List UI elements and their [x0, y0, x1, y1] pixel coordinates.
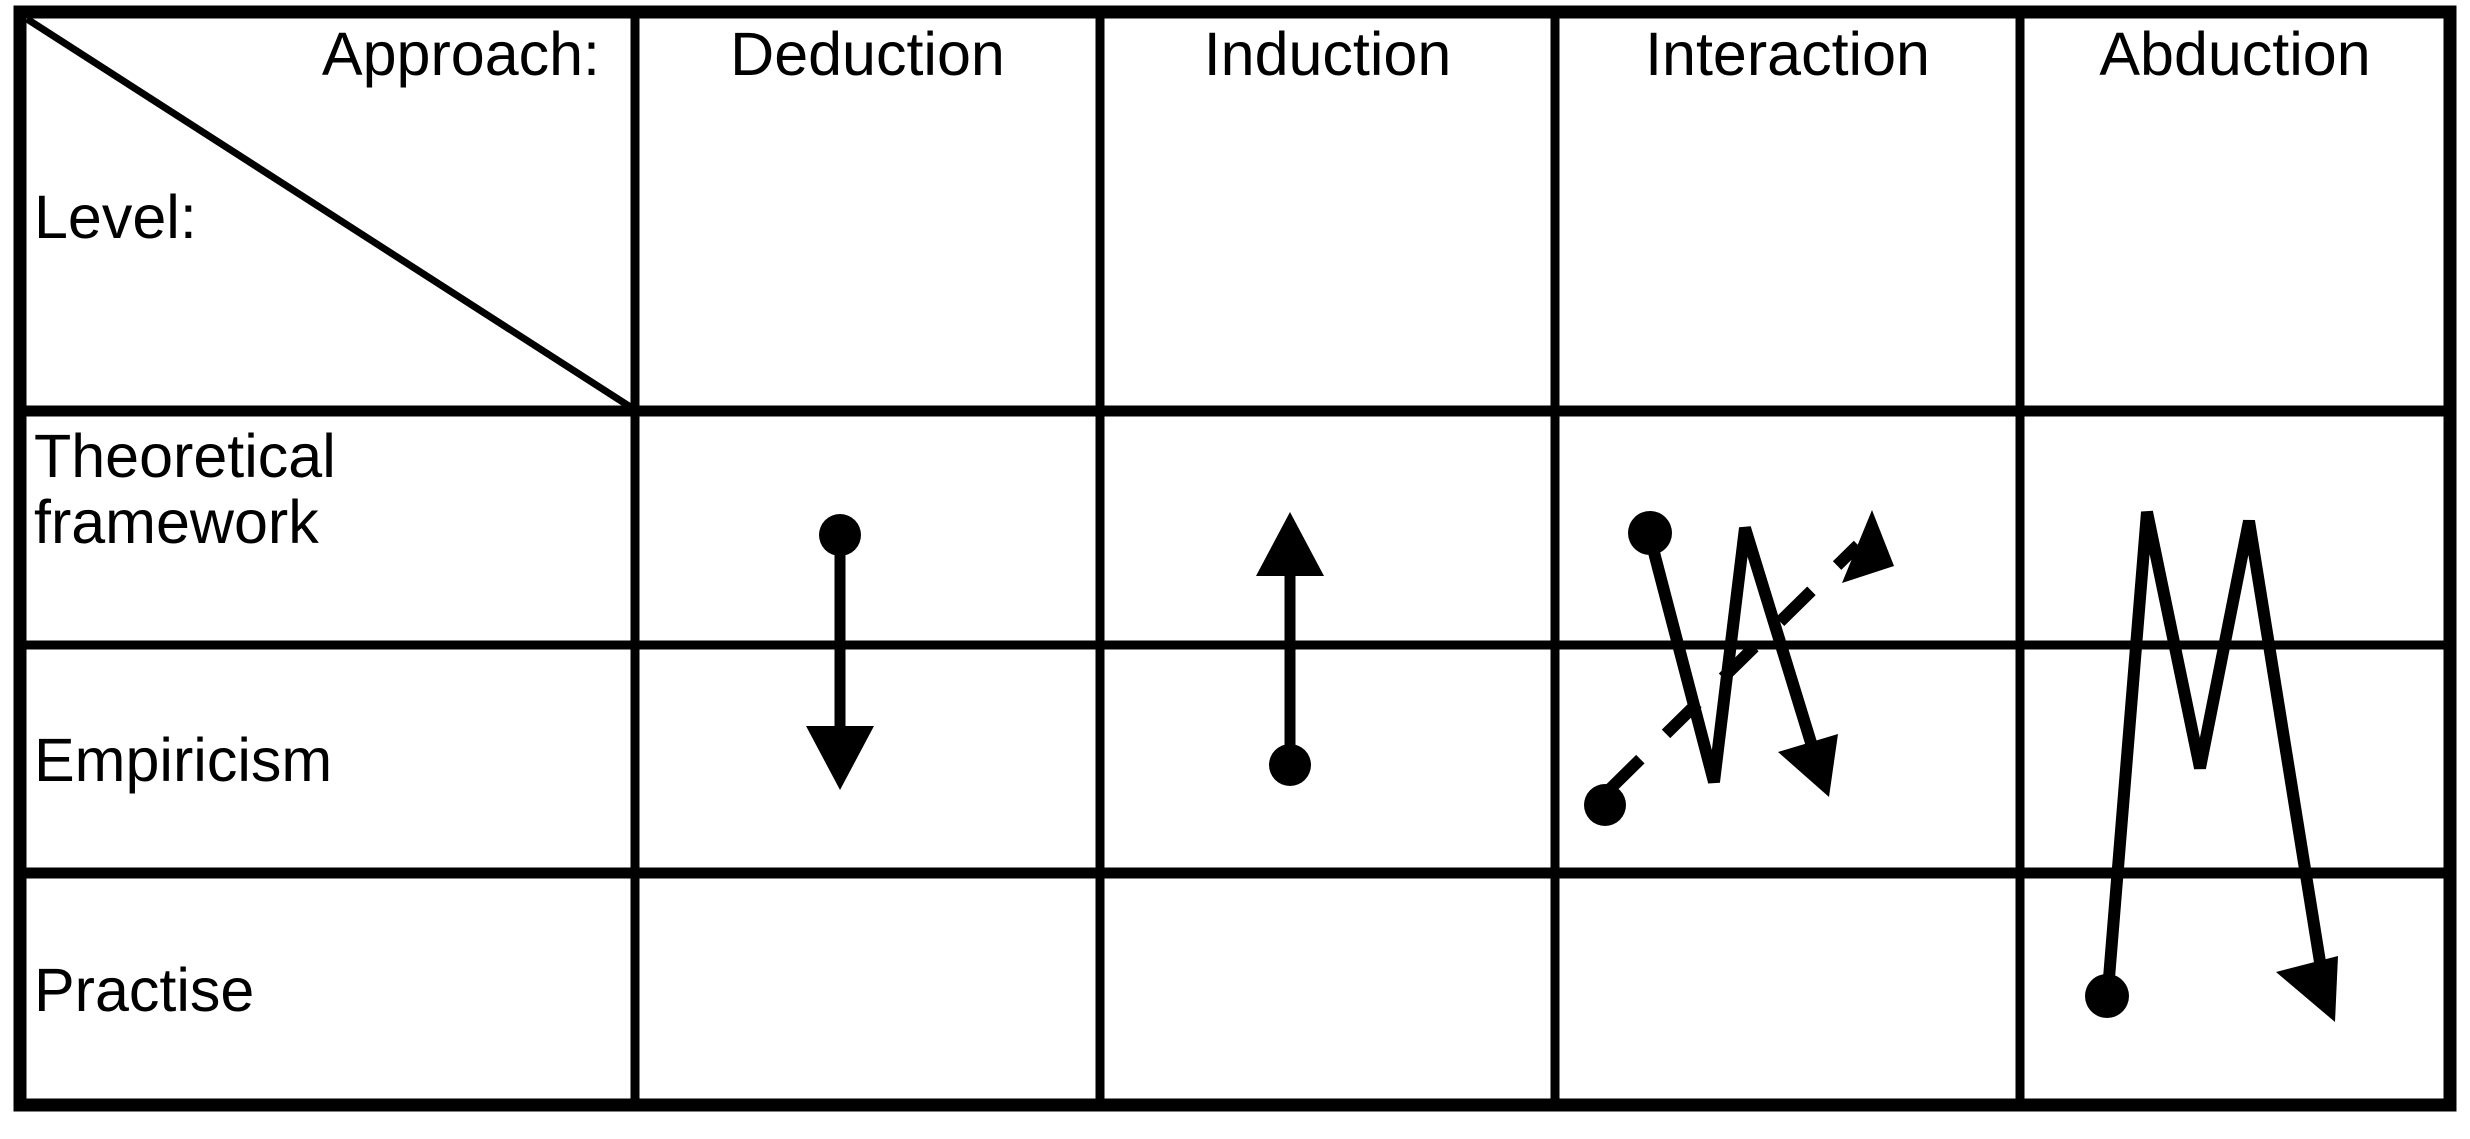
induction-arrow-icon [1256, 512, 1324, 786]
column-header-interaction: Interaction [1645, 20, 1930, 88]
induction-start-dot [1269, 744, 1311, 786]
corner-approach-label: Approach: [321, 20, 600, 88]
interaction-dashed-start-dot [1584, 784, 1626, 826]
interaction-dashed-arrowhead [1842, 510, 1894, 583]
column-header-deduction: Deduction [730, 20, 1005, 88]
interaction-zigzag-start-dot [1628, 511, 1672, 555]
deduction-arrowhead [806, 726, 874, 790]
row-header-practise: Practise [34, 956, 255, 1024]
row-header-empiricism: Empiricism [34, 726, 333, 794]
interaction-zigzag-arrow-icon [1628, 511, 1838, 797]
diagonal-divider-icon [25, 16, 634, 411]
deduction-arrow-icon [806, 514, 874, 790]
column-header-abduction: Abduction [2099, 20, 2371, 88]
induction-arrowhead [1256, 512, 1324, 576]
interaction-zigzag-arrowhead [1778, 734, 1838, 797]
column-header-induction: Induction [1203, 20, 1452, 88]
deduction-start-dot [819, 514, 861, 556]
table-outer-border [13, 5, 2457, 1112]
abduction-arrowhead [2276, 956, 2338, 1022]
row-header-theoretical-framework: Theoretical framework [34, 422, 336, 556]
abduction-start-dot [2085, 974, 2129, 1018]
abduction-arrow-icon [2085, 510, 2338, 1022]
corner-level-label: Level: [34, 183, 197, 251]
